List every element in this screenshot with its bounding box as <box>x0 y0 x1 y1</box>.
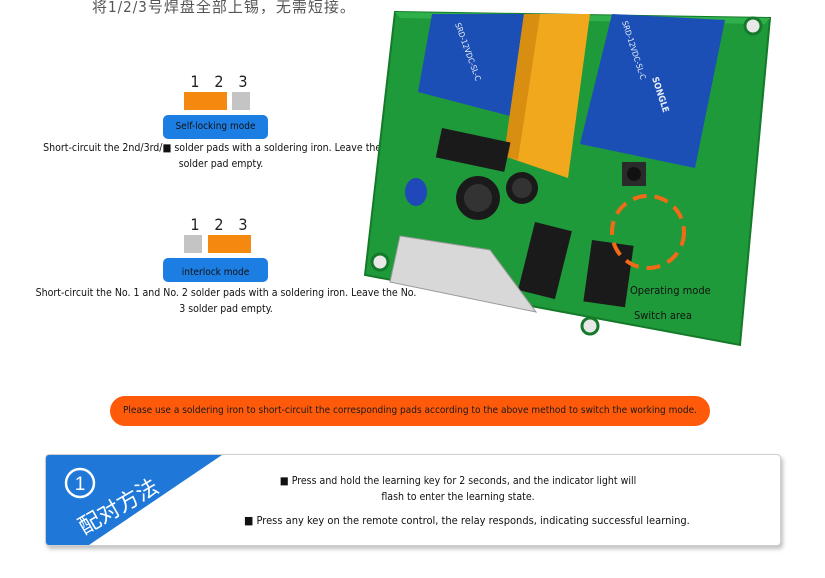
relay-board-image: SRD-12VDC-SL-C SRD-12VDC-SL-C SONGLE <box>360 0 780 350</box>
self-locking-pad-gray <box>232 92 250 110</box>
pairing-method-panel: 1 配对方法 ■ Press and hold the learning key… <box>45 454 781 546</box>
interlock-mode-label: interlock mode <box>163 258 268 282</box>
pairing-number: 1 <box>75 474 86 495</box>
interlock-pad-gray <box>184 235 202 253</box>
interlock-pad-orange <box>208 235 251 253</box>
operating-mode-label: Operating mode <box>630 284 711 297</box>
pairing-step-2: ■ Press any key on the remote control, t… <box>244 514 690 527</box>
self-locking-description: Short-circuit the 2nd/3rd/■ solder pads … <box>43 142 399 170</box>
pad-number-1: 1 <box>190 72 200 91</box>
relay-board-illustration: SRD-12VDC-SL-C SRD-12VDC-SL-C SONGLE <box>363 10 772 347</box>
cropped-heading-text: 将1/2/3号焊盘全部上锡，无需短接。 <box>92 0 356 16</box>
pad-number-2: 2 <box>214 72 224 91</box>
pad-number-3: 3 <box>238 215 248 234</box>
step-number-circle <box>64 467 96 499</box>
switch-area-label: Switch area <box>634 309 692 322</box>
interlock-description: Short-circuit the No. 1 and No. 2 solder… <box>35 287 417 315</box>
pairing-step-1: ■ Press and hold the learning key for 2 … <box>279 475 637 503</box>
instruction-banner: Please use a soldering iron to short-cir… <box>110 396 710 426</box>
self-locking-pad-orange <box>184 92 227 110</box>
pairing-corner-graphic: 1 配对方法 <box>46 455 222 545</box>
self-locking-mode-label: Self-locking mode <box>163 115 268 139</box>
pad-number-2: 2 <box>214 215 224 234</box>
pad-number-1: 1 <box>190 215 200 234</box>
pad-number-3: 3 <box>238 72 248 91</box>
